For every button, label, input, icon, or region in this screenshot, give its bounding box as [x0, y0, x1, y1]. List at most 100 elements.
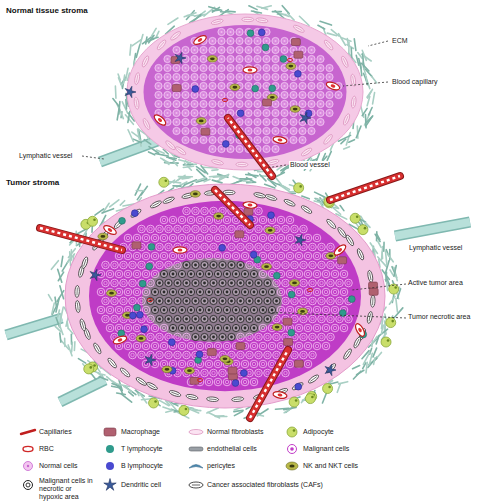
malignant-cell-nucleus [104, 281, 107, 284]
normal-fibroblast-nucleus [159, 42, 164, 48]
necrotic-cell-nucleus [194, 282, 197, 285]
normal-fibroblast-nucleus [214, 161, 222, 163]
malignant-cell [129, 261, 137, 269]
malignant-cell [133, 252, 141, 260]
normal-cell-nucleus [247, 130, 249, 132]
malignant-cell [309, 297, 317, 305]
normal-cell-nucleus [238, 76, 240, 78]
malignant-cell [102, 315, 110, 323]
necrotic-cell [187, 324, 194, 331]
normal-cell-nucleus [202, 76, 204, 78]
malignant-cell-nucleus [225, 344, 228, 347]
malignant-cell-nucleus [207, 236, 210, 239]
caf-body [75, 285, 80, 297]
caf [366, 311, 373, 324]
normal-cell [155, 73, 162, 80]
necrotic-cell [228, 333, 235, 340]
normal-cell-nucleus [193, 67, 195, 69]
malignant-cell-nucleus [257, 335, 260, 338]
ecm-fibre [184, 163, 191, 170]
normal-cell [317, 118, 324, 125]
normal-cell-nucleus [265, 148, 267, 150]
caf-nucleus [356, 339, 360, 346]
malignant-cell [300, 297, 308, 305]
malignant-cell [129, 333, 137, 341]
malignant-cell [111, 315, 119, 323]
malignant-cell-nucleus [225, 380, 228, 383]
necrotic-cell [264, 279, 271, 286]
normal-cell [182, 109, 189, 116]
necrotic-cell [165, 279, 172, 286]
necrotic-cell [237, 279, 244, 286]
malignant-cell-nucleus [248, 245, 251, 248]
necrotic-cell [210, 279, 217, 286]
necrotic-cell-nucleus [208, 291, 211, 294]
ecm-fibre [58, 272, 63, 281]
necrotic-cell-nucleus [226, 291, 229, 294]
malignant-cell-nucleus [162, 254, 165, 257]
normal-cell-nucleus [265, 121, 267, 123]
malignant-cell [169, 234, 177, 242]
malignant-cell-nucleus [158, 335, 161, 338]
necrotic-cell [255, 315, 262, 322]
malignant-cell [250, 378, 258, 386]
necrotic-cell [246, 315, 253, 322]
necrotic-cell [264, 315, 271, 322]
malignant-cell-nucleus [243, 380, 246, 383]
malignant-cell [151, 342, 159, 350]
malignant-cell [331, 288, 339, 296]
ecm-fibre [268, 180, 276, 184]
necrotic-cell [210, 261, 217, 268]
malignant-cell [196, 234, 204, 242]
normal-cell [236, 91, 243, 98]
necrotic-cell [223, 270, 230, 277]
malignant-cell [151, 324, 159, 332]
normal-fibroblast-nucleus [238, 164, 246, 165]
normal-cell [182, 46, 189, 53]
caf-body [307, 374, 319, 385]
malignant-cell [295, 324, 303, 332]
ecm-fibre [48, 295, 52, 301]
necrotic-cell [196, 306, 203, 313]
malignant-cell-nucleus [333, 326, 336, 329]
normal-fibroblast [211, 159, 224, 166]
malignant-cell-nucleus [315, 236, 318, 239]
adipocyte-nucleus [364, 227, 367, 230]
necrotic-cell-nucleus [167, 282, 170, 285]
normal-cell-nucleus [184, 67, 186, 69]
normal-cell-nucleus [283, 94, 285, 96]
normal-cell [308, 46, 315, 53]
malignant-cell-nucleus [338, 281, 341, 284]
necrotic-cell [196, 270, 203, 277]
malignant-cell-nucleus [288, 236, 291, 239]
normal-cell [200, 82, 207, 89]
normal-cell [200, 100, 207, 107]
normal-cell [236, 73, 243, 80]
ecm-fibre [226, 10, 235, 12]
normal-cell [209, 82, 216, 89]
malignant-cell-nucleus [203, 371, 206, 374]
normal-cell-nucleus [166, 121, 168, 123]
malignant-cell [228, 243, 236, 251]
necrotic-cell-nucleus [244, 309, 247, 312]
necrotic-cell [174, 315, 181, 322]
necrotic-cell-nucleus [199, 327, 202, 330]
necrotic-cell [192, 297, 199, 304]
ecm-fibre [363, 67, 365, 75]
necrotic-cell-nucleus [176, 318, 179, 321]
malignant-cell-nucleus [342, 290, 345, 293]
normal-cell-nucleus [202, 58, 204, 60]
malignant-cell [331, 324, 339, 332]
normal-cell [173, 64, 180, 71]
normal-cell [173, 100, 180, 107]
malignant-cell-nucleus [297, 290, 300, 293]
normal-cell [254, 91, 261, 98]
necrotic-cell-nucleus [239, 282, 242, 285]
malignant-cell-nucleus [153, 236, 156, 239]
malignant-cell [259, 216, 267, 224]
malignant-cell-nucleus [293, 335, 296, 338]
normal-cell [182, 73, 189, 80]
malignant-cell-nucleus [126, 254, 129, 257]
caf-body [107, 357, 118, 369]
necrotic-cell [241, 270, 248, 277]
